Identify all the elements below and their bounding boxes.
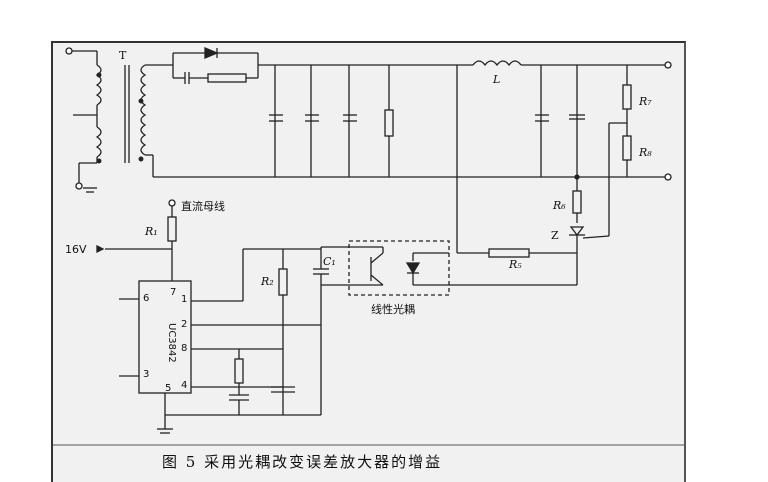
zener-label: Z: [551, 229, 559, 242]
pin-4: 4: [181, 380, 188, 391]
figure-frame: T L R₇ R₈ R₆ R₅ R₁ R₂ C₁ Z 直流母线 16V 线性光耦…: [51, 41, 686, 482]
dc-bus-label: 直流母线: [181, 200, 225, 213]
pin-5: 5: [165, 383, 172, 394]
figure-caption: 图 5 采用光耦改变误差放大器的增益: [162, 453, 443, 471]
r1-label: R₁: [145, 225, 158, 238]
r2-label: R₂: [261, 275, 274, 288]
optocoupler-label: 线性光耦: [371, 303, 415, 316]
circuit-schematic: [53, 47, 684, 446]
c1-label: C₁: [323, 255, 336, 268]
pin-2: 2: [181, 319, 188, 330]
pin-6: 6: [143, 293, 150, 304]
inductor-label: L: [493, 73, 501, 86]
r6-label: R₆: [553, 199, 566, 212]
pin-8: 8: [181, 343, 188, 354]
r8-label: R₈: [639, 146, 652, 159]
r5-label: R₅: [509, 258, 522, 271]
pin-7: 7: [170, 287, 177, 298]
transformer-label: T: [119, 49, 127, 62]
pin-3: 3: [143, 369, 150, 380]
pin-1: 1: [181, 294, 188, 305]
16v-label: 16V: [65, 243, 87, 256]
chip-label: UC3842: [166, 323, 177, 363]
r7-label: R₇: [639, 95, 652, 108]
